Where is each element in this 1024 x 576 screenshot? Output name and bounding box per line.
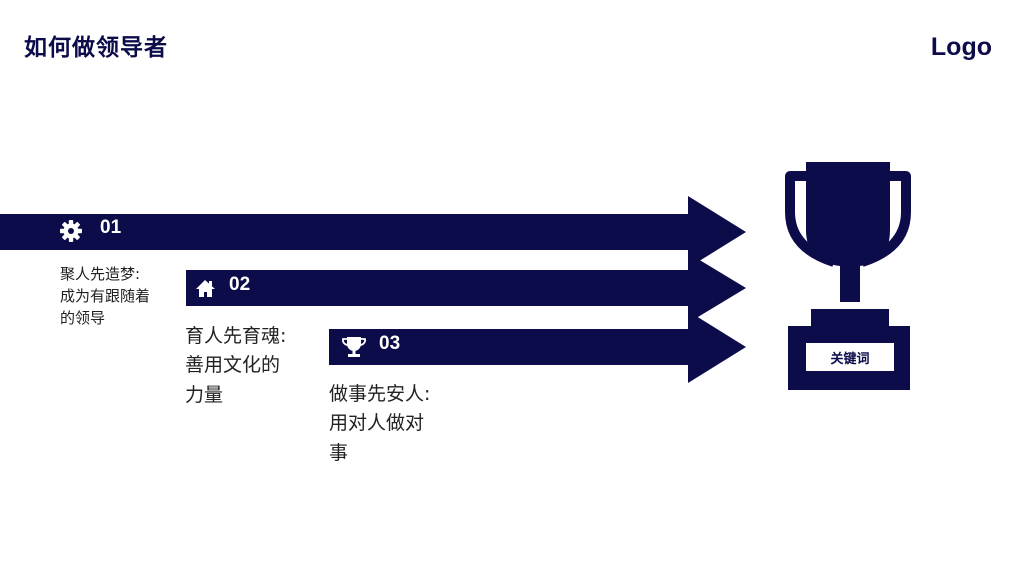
step-description-01: 聚人先造梦: 成为有跟随着 的领导 (60, 264, 150, 329)
step-03-line-3: 事 (329, 441, 349, 464)
step-number-02: 02 (229, 274, 251, 295)
arrow-02 (186, 253, 746, 323)
gear-icon (60, 220, 82, 242)
step-02-line-2: 善用文化的 (185, 354, 281, 377)
keyword-label: 关键词 (806, 343, 894, 371)
step-02-line-3: 力量 (185, 383, 224, 406)
step-03-line-1: 做事先安人: (329, 383, 431, 405)
trophy-icon (342, 337, 366, 357)
step-number-03: 03 (379, 333, 401, 354)
step-description-02: 育人先育魂: 善用文化的 力量 (185, 322, 286, 410)
step-number-01: 01 (100, 217, 122, 238)
step-description-03: 做事先安人: 用对人做对 事 (329, 380, 430, 468)
home-icon (196, 280, 215, 297)
step-03-line-2: 用对人做对 (329, 412, 425, 435)
step-02-line-1: 育人先育魂: (185, 325, 287, 347)
arrow-01 (0, 196, 746, 268)
logo: Logo (930, 33, 992, 61)
page-title: 如何做领导者 (24, 35, 168, 61)
step-01-line-3: 的领导 (60, 308, 106, 327)
step-01-line-1: 聚人先造梦: (60, 265, 141, 283)
arrow-03 (329, 311, 746, 383)
step-01-line-2: 成为有跟随着 (60, 286, 151, 305)
